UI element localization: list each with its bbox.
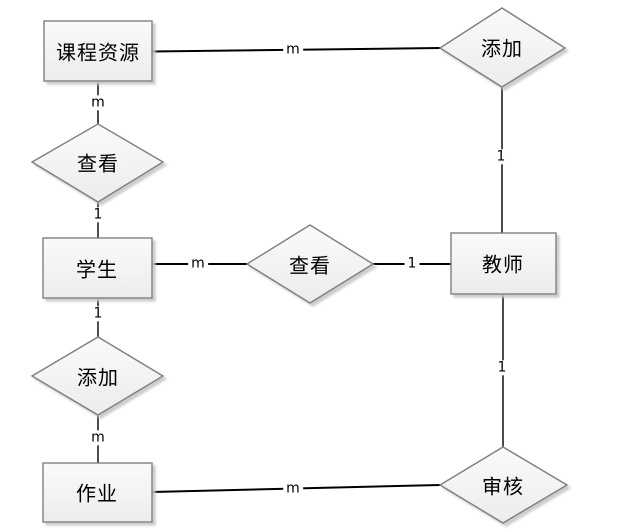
relationship-add-homework-shape (30, 336, 165, 416)
cardinality-student-to-add: 1 (90, 305, 106, 322)
cardinality-course-to-view: m (88, 94, 108, 111)
cardinality-add-to-homework: m (88, 429, 108, 446)
entity-student-shape (42, 237, 153, 299)
entity-teacher-shape (450, 232, 557, 295)
cardinality-view-to-teacher: 1 (404, 255, 420, 272)
relationship-view-course-label: 查看 (77, 151, 119, 176)
entity-shapes (42, 20, 557, 523)
relationship-view-course-shape (30, 123, 165, 203)
relationship-shapes (30, 7, 569, 524)
entity-homework-label: 作业 (76, 481, 118, 506)
entity-course-resource-label: 课程资源 (56, 40, 140, 65)
relationship-review-homework-label: 审核 (482, 474, 524, 499)
relationship-add-homework-label: 添加 (77, 365, 119, 390)
cardinality-teacher-to-review: 1 (494, 359, 510, 376)
cardinality-homework-to-review: m (283, 480, 303, 497)
relationship-add-course-label: 添加 (481, 36, 523, 61)
cardinality-student-to-view: m (188, 255, 208, 272)
relationship-review-homework-shape (438, 446, 569, 524)
relationship-view-student-teacher-label: 查看 (289, 253, 331, 278)
entity-teacher-label: 教师 (482, 252, 524, 277)
entity-course-resource-shape (43, 20, 153, 82)
entity-student-label: 学生 (76, 257, 118, 282)
relationship-view-student-teacher-shape (245, 224, 375, 304)
cardinality-course-to-add: m (283, 41, 303, 58)
entity-homework-shape (42, 462, 153, 523)
cardinality-view-to-student: 1 (90, 206, 106, 223)
cardinality-add-to-teacher: 1 (493, 148, 509, 165)
relationship-add-course-shape (438, 7, 567, 88)
